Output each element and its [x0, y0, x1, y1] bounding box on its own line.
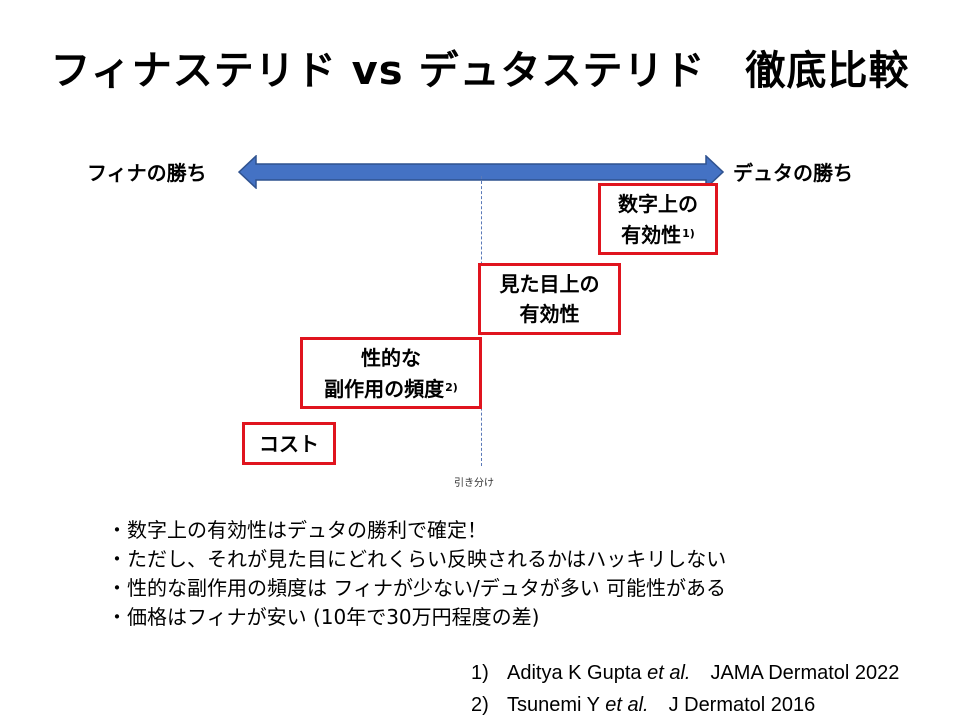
reference-journal: JAMA Dermatol 2022 — [710, 662, 900, 684]
numeric-efficacy-line1: 数字上の — [618, 191, 698, 216]
bullet-item: ・ただし、それが見た目にどれくらい反映されるかはハッキリしない — [107, 547, 727, 571]
bullet-item: ・価格はフィナが安い (10年で30万円程度の差) — [107, 605, 540, 629]
title-suffix: 徹底比較 — [745, 48, 910, 94]
reference-item: 2) Tsunemi Y et al. J Dermatol 2016 — [471, 689, 899, 721]
reference-authors: Tsunemi Y — [507, 694, 606, 716]
numeric-efficacy-box: 数字上の 有効性1) — [598, 183, 718, 255]
title-main: フィナステリド vs デュタステリド — [50, 48, 706, 94]
visual-efficacy-box: 見た目上の 有効性 — [478, 263, 621, 335]
bullet-item: ・数字上の有効性はデュタの勝利で確定！ — [107, 518, 487, 542]
reference-number: 1) — [471, 662, 489, 684]
sexual-side-effect-line2: 副作用の頻度 — [324, 376, 445, 401]
reference-journal: J Dermatol 2016 — [668, 694, 816, 716]
cost-box: コスト — [242, 422, 336, 465]
visual-efficacy-line2: 有効性 — [519, 302, 580, 326]
reference-number: 2) — [471, 694, 489, 716]
reference-etal: et al. — [605, 694, 649, 716]
cost-label: コスト — [259, 431, 319, 456]
dutasteride-wins-label: デュタの勝ち — [733, 161, 853, 185]
slide-title: フィナステリド vs デュタステリド徹底比較 — [0, 38, 960, 96]
numeric-efficacy-line2: 有効性 — [621, 222, 682, 247]
bullet-item: ・性的な副作用の頻度は フィナが少ない/デュタが多い 可能性がある — [107, 576, 727, 600]
sexual-side-effect-line1: 性的な — [361, 345, 421, 370]
visual-efficacy-line1: 見た目上の — [499, 272, 600, 296]
draw-label: 引き分け — [454, 478, 494, 489]
finasteride-wins-label: フィナの勝ち — [87, 161, 207, 185]
sexual-side-effect-box: 性的な 副作用の頻度2) — [300, 337, 482, 409]
summary-bullets: ・数字上の有効性はデュタの勝利で確定！ ・ただし、それが見た目にどれくらい反映さ… — [107, 516, 726, 632]
double-arrow — [238, 155, 724, 189]
reference-etal: et al. — [647, 662, 691, 684]
sexual-side-effect-ref: 2) — [445, 380, 458, 394]
references: 1) Aditya K Gupta et al. JAMA Dermatol 202… — [471, 657, 899, 721]
reference-item: 1) Aditya K Gupta et al. JAMA Dermatol 202… — [471, 657, 899, 689]
numeric-efficacy-ref: 1) — [682, 226, 695, 240]
reference-authors: Aditya K Gupta — [507, 662, 648, 684]
